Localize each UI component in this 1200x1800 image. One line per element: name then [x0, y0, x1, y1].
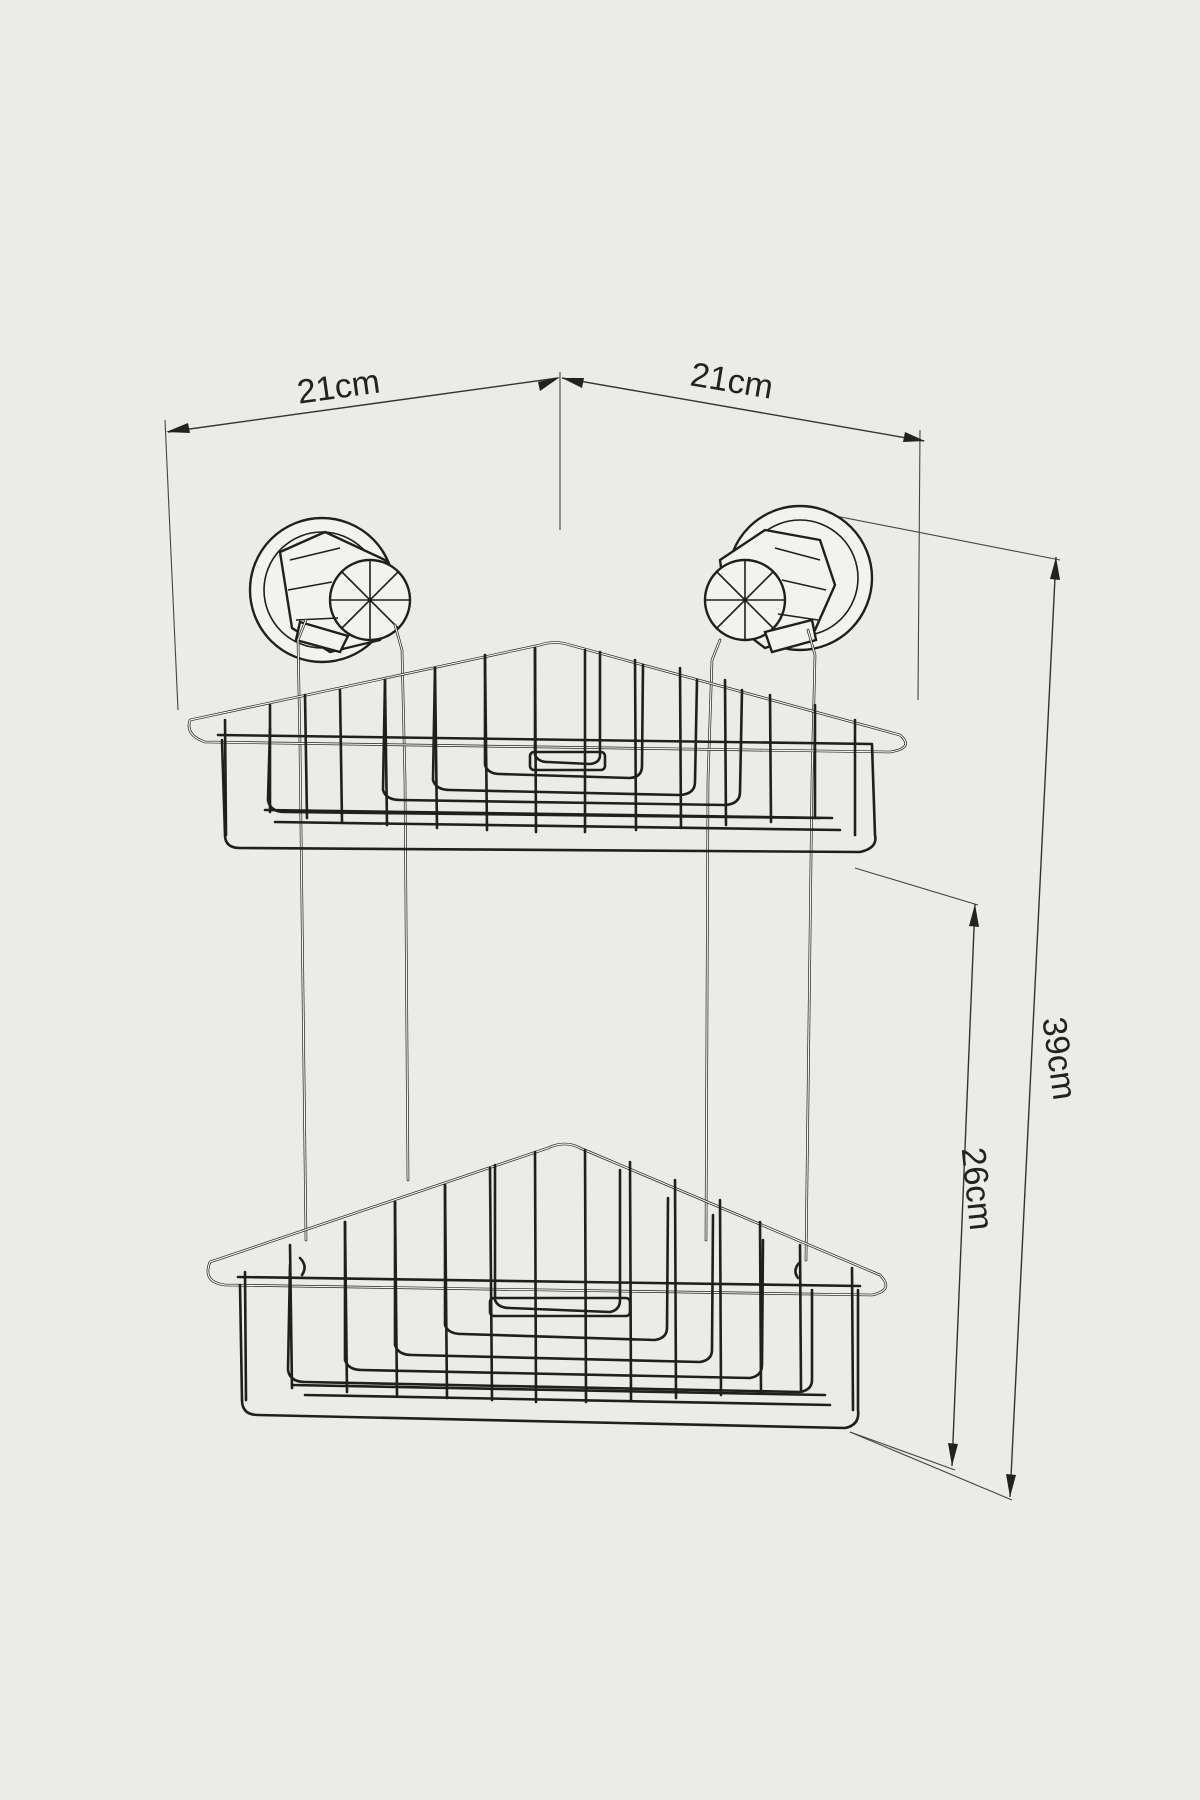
- upper-basket-spokes: [223, 646, 857, 837]
- lower-basket: [206, 1142, 888, 1430]
- dimension-height-tiers: 26cm: [849, 867, 1000, 1471]
- upper-basket: [187, 641, 907, 854]
- label-width-right: 21cm: [688, 356, 776, 407]
- suction-mount-right: [703, 504, 874, 654]
- support-rails: [296, 618, 817, 1262]
- dimension-height-total: 39cm: [804, 509, 1083, 1501]
- label-height-tiers: 26cm: [954, 1146, 1000, 1233]
- dimension-width-right: 21cm: [561, 356, 925, 701]
- label-height-total: 39cm: [1034, 1015, 1083, 1103]
- suction-mount-left: [248, 516, 412, 664]
- lower-basket-spokes: [243, 1148, 855, 1412]
